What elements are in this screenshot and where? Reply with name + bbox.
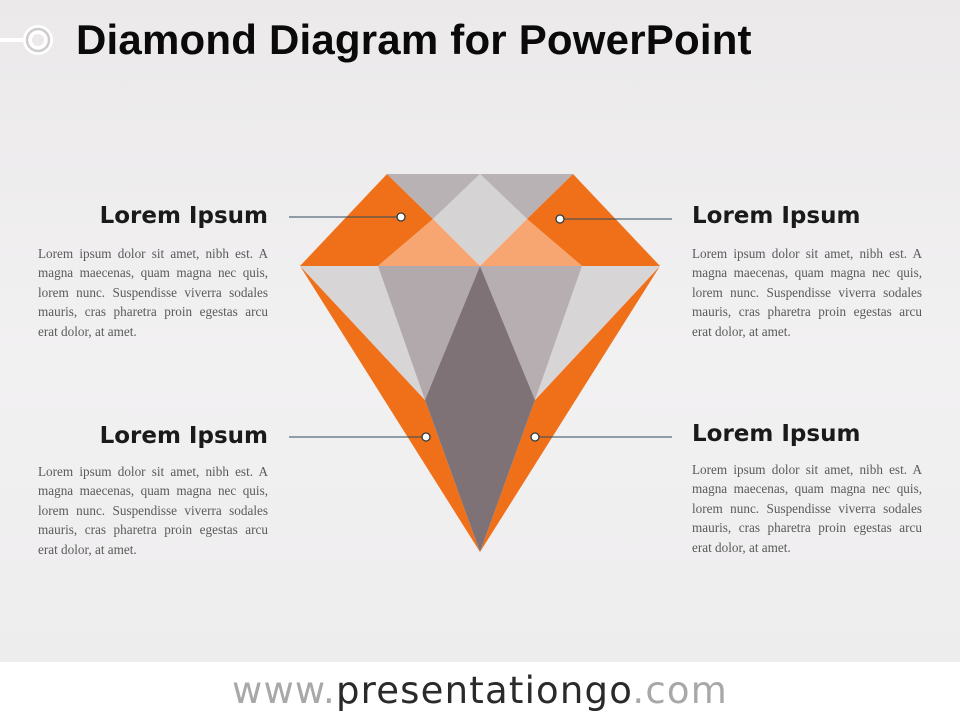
footer-website: www.presentationgo.com <box>0 662 960 720</box>
crown-facet-right-orange <box>527 174 660 266</box>
pavilion-facet-center-dark <box>425 266 535 552</box>
pavilion-facet-left-orange <box>300 266 480 552</box>
text-bottom-left: Lorem ipsum dolor sit amet, nibh est. A … <box>38 464 268 557</box>
pavilion-facet-left-light <box>300 266 425 400</box>
crown-facet-center-light <box>433 174 527 266</box>
connector-dot-top-left <box>396 212 406 222</box>
title-bullet-icon <box>0 25 53 55</box>
heading-bottom-right: Lorem Ipsum <box>692 421 861 447</box>
crown-facet-left-top-gray <box>387 174 480 219</box>
crown-facet-left-orange <box>300 174 433 266</box>
pavilion-facet-left-mid <box>378 266 480 400</box>
pavilion-facet-right-light <box>535 266 660 400</box>
crown-facet-right-top-gray <box>480 174 573 219</box>
pavilion-facet-right-mid <box>480 266 582 400</box>
heading-top-left: Lorem Ipsum <box>99 203 268 229</box>
heading-bottom-left: Lorem Ipsum <box>99 423 268 449</box>
text-top-left: Lorem ipsum dolor sit amet, nibh est. A … <box>38 246 268 339</box>
page-title: Diamond Diagram for PowerPoint <box>76 16 752 63</box>
crown-facet-left-peach <box>378 219 480 266</box>
text-bottom-right: Lorem ipsum dolor sit amet, nibh est. A … <box>692 462 922 555</box>
crown-facet-right-peach <box>480 219 582 266</box>
connector-dot-bottom-left <box>421 432 431 442</box>
footer-prefix: www. <box>231 669 336 712</box>
footer-domain: presentationgo <box>335 669 633 712</box>
connector-dot-top-right <box>555 214 565 224</box>
connector-dot-bottom-right <box>530 432 540 442</box>
heading-top-right: Lorem Ipsum <box>692 203 861 229</box>
footer-suffix: .com <box>632 669 728 712</box>
pavilion-facet-right-orange <box>480 266 660 552</box>
diamond-diagram <box>289 174 672 552</box>
text-top-right: Lorem ipsum dolor sit amet, nibh est. A … <box>692 246 922 339</box>
